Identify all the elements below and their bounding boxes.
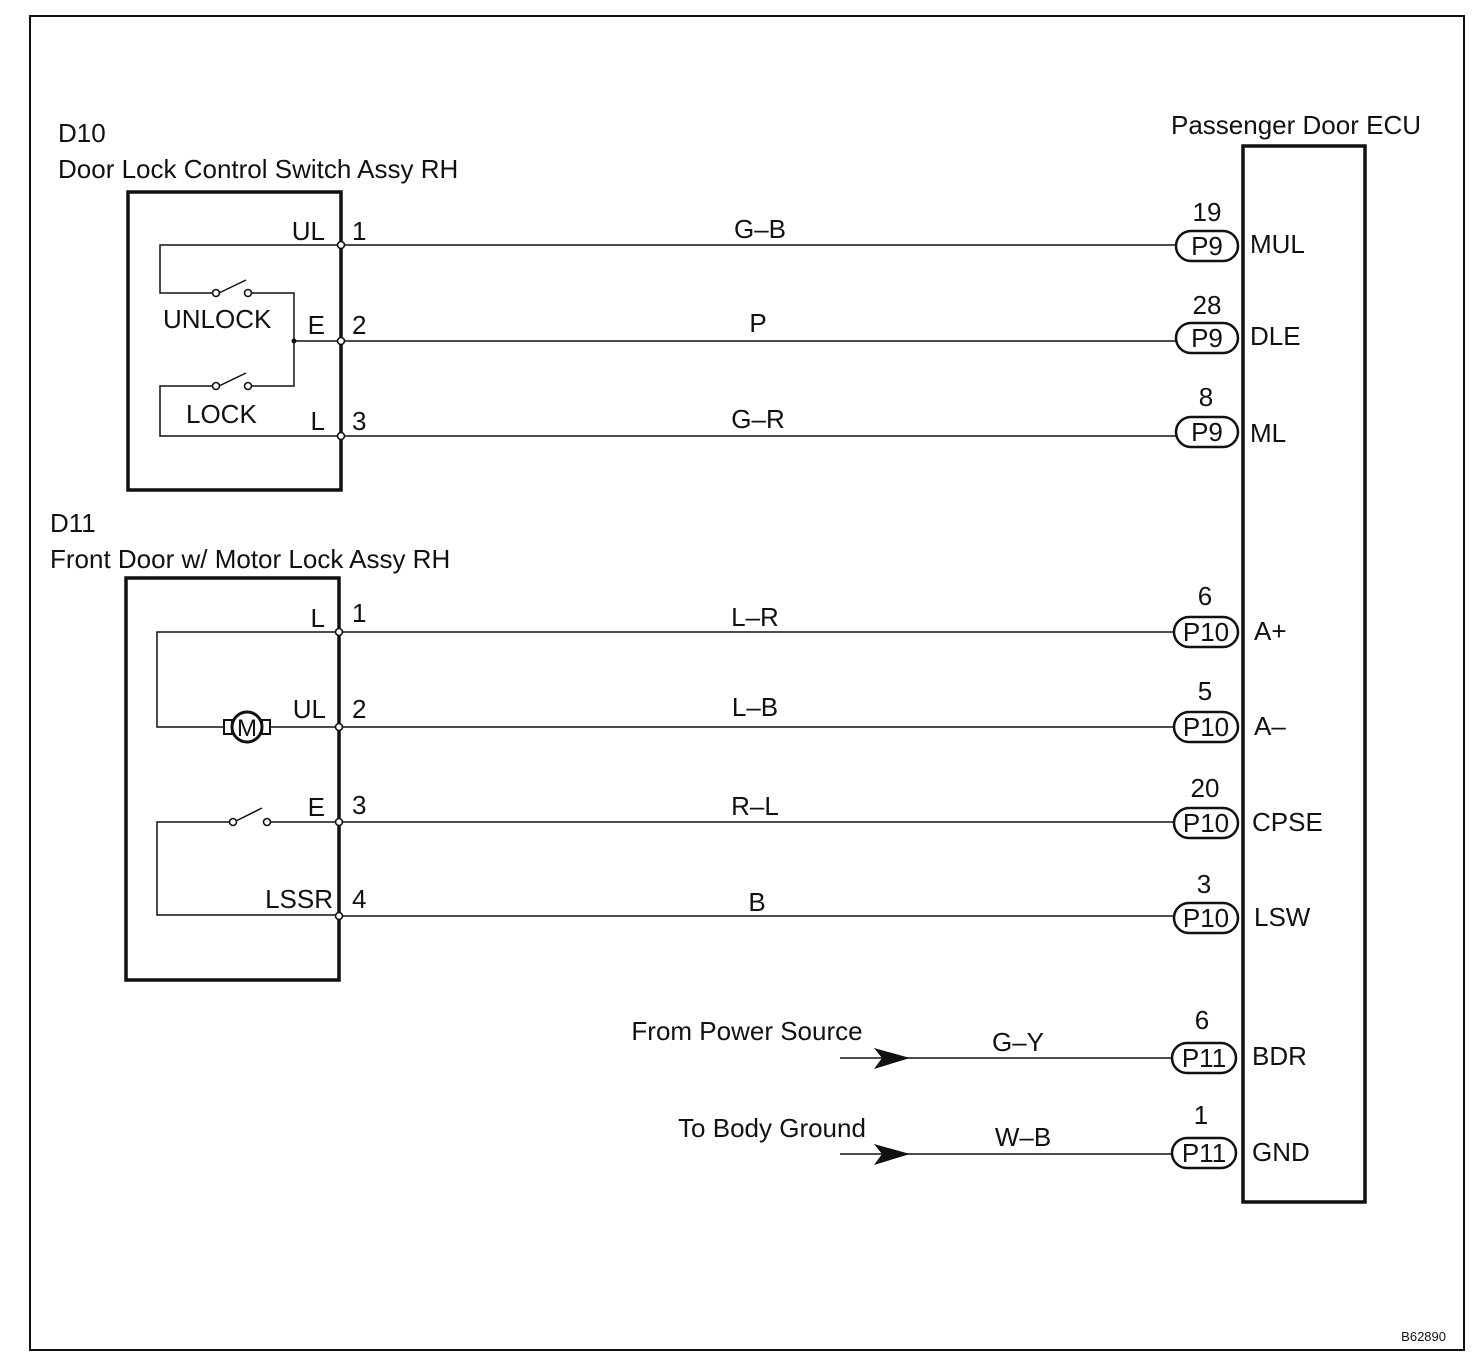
- wire-row: L–R P10 6 A+: [334, 581, 1287, 649]
- d11-pin-num: 1: [352, 598, 366, 628]
- d11-code: D11: [50, 508, 96, 538]
- wire-row: W–B P11 1 GND: [910, 1100, 1310, 1170]
- d11-pin-term: LSSR: [265, 884, 333, 914]
- wire-color: L–B: [732, 692, 778, 722]
- pin-number: 8: [1199, 382, 1213, 412]
- power-source-arrow: [840, 1048, 910, 1069]
- connector-code: P10: [1183, 903, 1229, 933]
- d10-pin-term: L: [311, 406, 325, 436]
- wire-color: R–L: [731, 791, 779, 821]
- ecu-terminal: CPSE: [1252, 807, 1323, 837]
- ecu-connections: G–B P9 19 MUL P P9 28 DLE G–R P9 8 ML: [334, 197, 1323, 1170]
- d11-pin-num: 4: [352, 884, 366, 914]
- d11-name: Front Door w/ Motor Lock Assy RH: [50, 544, 450, 574]
- power-source-label: From Power Source: [631, 1016, 862, 1046]
- d11-internal-wiring: [156, 631, 339, 916]
- d10-code: D10: [58, 118, 106, 148]
- d10-switch-lock-label: LOCK: [186, 399, 257, 429]
- connector-code: P11: [1182, 1043, 1226, 1073]
- d11-pin-num: 3: [352, 790, 366, 820]
- connector-code: P10: [1183, 808, 1229, 838]
- connector-code: P11: [1182, 1138, 1226, 1168]
- pin-number: 20: [1191, 773, 1220, 803]
- pin-number: 28: [1193, 290, 1222, 320]
- wire-row: G–R P9 8 ML: [336, 382, 1286, 449]
- d10-pin-term: E: [308, 310, 325, 340]
- wire-color: L–R: [731, 602, 779, 632]
- wire-color: G–Y: [992, 1027, 1044, 1057]
- d11-pin-term: E: [308, 792, 325, 822]
- d11-pin-term: UL: [293, 694, 326, 724]
- motor-label: M: [237, 715, 257, 742]
- connector-code: P10: [1183, 712, 1229, 742]
- ecu-terminal: BDR: [1252, 1041, 1307, 1071]
- pin-number: 1: [1194, 1100, 1208, 1130]
- d11-pin-num: 2: [352, 694, 366, 724]
- d10-pin-num: 1: [352, 216, 366, 246]
- wire-color: P: [749, 308, 766, 338]
- d10-pin-term: UL: [292, 216, 325, 246]
- wire-row: G–Y P11 6 BDR: [910, 1005, 1307, 1075]
- d10-switch-unlock-label: UNLOCK: [163, 304, 272, 334]
- motor-icon: M: [223, 710, 271, 744]
- pin-number: 6: [1195, 1005, 1209, 1035]
- pin-number: 5: [1198, 676, 1212, 706]
- ecu-terminal: A+: [1254, 616, 1287, 646]
- d10-pin-num: 3: [352, 406, 366, 436]
- body-ground-label: To Body Ground: [678, 1113, 866, 1143]
- wire-row: G–B P9 19 MUL: [336, 197, 1305, 263]
- ecu-box: [1241, 144, 1367, 1204]
- ecu-terminal: A–: [1254, 711, 1286, 741]
- pin-number: 19: [1193, 197, 1222, 227]
- wire-color: B: [748, 887, 765, 917]
- ecu-terminal: MUL: [1250, 229, 1305, 259]
- ecu-terminal: GND: [1252, 1137, 1310, 1167]
- ecu-name: Passenger Door ECU: [1171, 110, 1421, 140]
- connector-code: P9: [1191, 417, 1223, 447]
- d10-name: Door Lock Control Switch Assy RH: [58, 154, 458, 184]
- wire-row: B P10 3 LSW: [334, 869, 1311, 935]
- ecu-terminal: DLE: [1250, 321, 1301, 351]
- body-ground-arrow: [840, 1144, 910, 1165]
- d11-box: [124, 576, 341, 982]
- connector-code: P9: [1191, 231, 1223, 261]
- ecu-terminal: LSW: [1254, 902, 1311, 932]
- connector-code: P9: [1191, 323, 1223, 353]
- figure-reference: B62890: [1401, 1329, 1446, 1344]
- d11-pin-term: L: [311, 603, 325, 633]
- d10-internal-wiring: [159, 244, 341, 437]
- pin-number: 3: [1197, 869, 1211, 899]
- wire-color: G–B: [734, 214, 786, 244]
- wire-row: R–L P10 20 CPSE: [334, 773, 1323, 840]
- pin-number: 6: [1198, 581, 1212, 611]
- d10-pin-num: 2: [352, 310, 366, 340]
- connector-code: P10: [1183, 617, 1229, 647]
- wire-row: P P9 28 DLE: [336, 290, 1301, 355]
- ecu-terminal: ML: [1250, 418, 1286, 448]
- wire-color: G–R: [731, 404, 784, 434]
- diagram-border: [29, 15, 1465, 1351]
- wire-row: L–B P10 5 A–: [334, 676, 1286, 744]
- wire-color: W–B: [995, 1122, 1051, 1152]
